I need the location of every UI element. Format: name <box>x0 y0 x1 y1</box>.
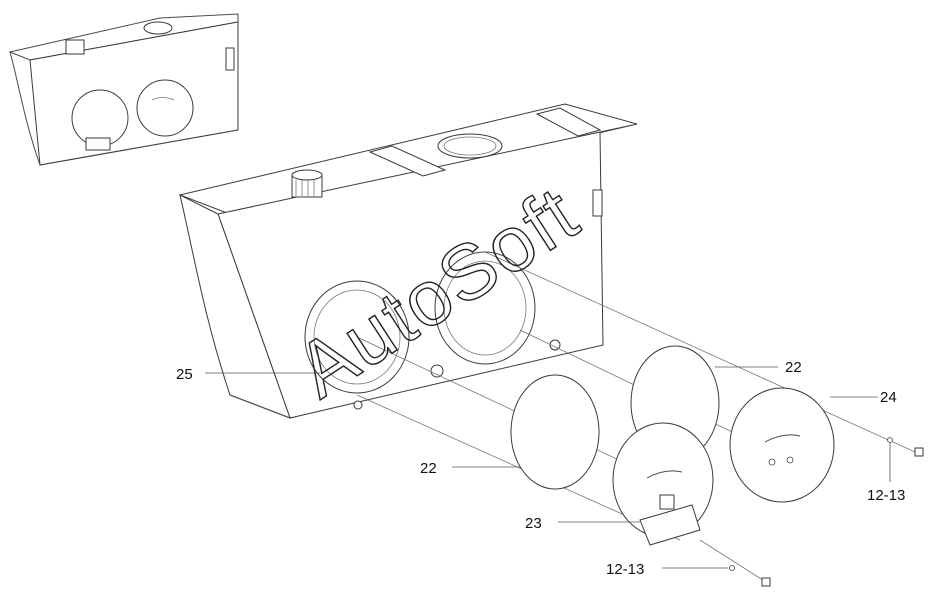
tank-inspection-opening-right <box>434 251 536 365</box>
bolt-right <box>887 437 924 457</box>
gasket-22-lower <box>510 374 600 490</box>
drain-fitting <box>353 339 561 410</box>
callout-12-13-right: 12-13 <box>867 487 905 504</box>
callout-12-13-bottom: 12-13 <box>606 561 644 578</box>
bolt-bottom <box>729 565 771 587</box>
callout-23: 23 <box>525 515 542 532</box>
cover-24 <box>729 387 835 503</box>
callout-22-left: 22 <box>420 460 437 477</box>
callout-22-top: 22 <box>785 359 802 376</box>
callout-25: 25 <box>176 366 193 383</box>
cover-23 <box>612 422 714 546</box>
overview-thumbnail <box>8 13 239 166</box>
callout-24: 24 <box>880 389 897 406</box>
